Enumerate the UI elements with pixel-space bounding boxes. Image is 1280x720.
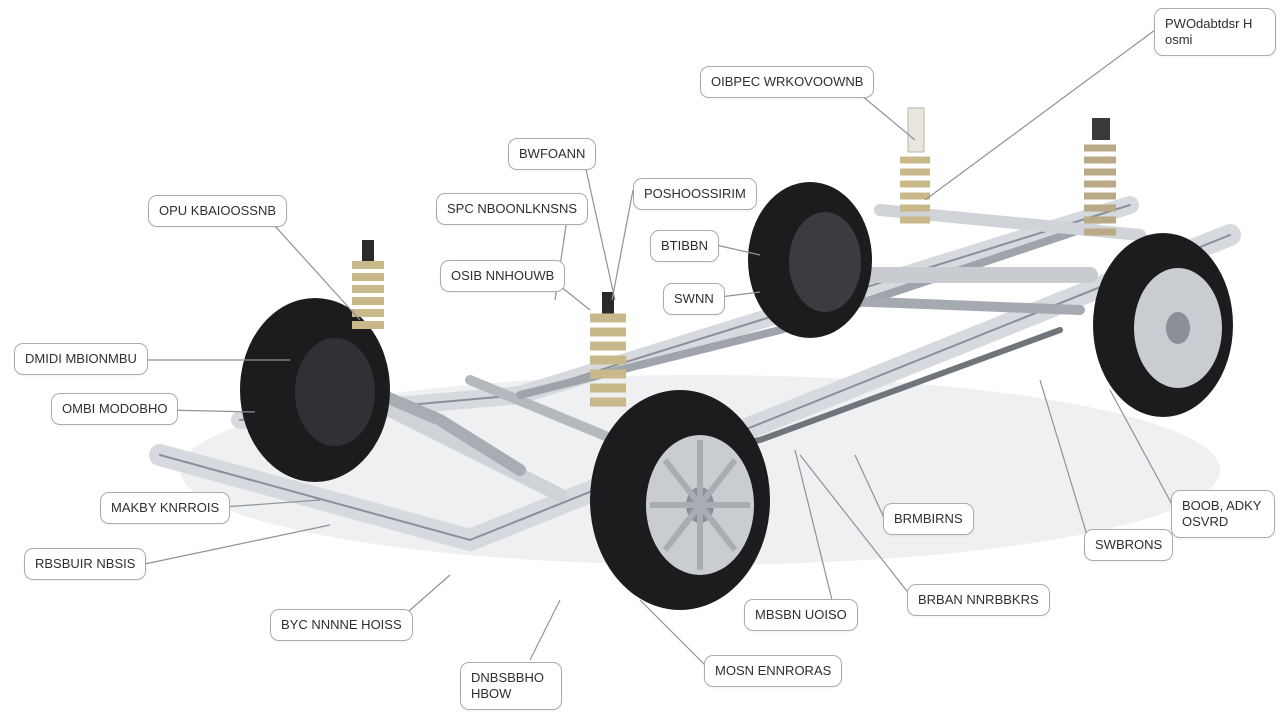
label-upper-mid: BWFOANN (508, 138, 597, 170)
label-bottom-3: MBSBN UOISO (744, 599, 858, 631)
label-far-right-2: BOOB, ADKY OSVRD (1171, 490, 1275, 538)
coil-spring-front-left (590, 292, 626, 407)
rear-left-wheel (1093, 233, 1233, 417)
label-right-2: BTIBBN (650, 230, 719, 262)
label-top-right: PWOdabtdsr H osmi (1154, 8, 1276, 56)
label-bottom-right-2: BRMBIRNS (883, 503, 974, 535)
label-far-right-1: SWBRONS (1084, 529, 1174, 561)
label-mid-2: OSIB NNHOUWB (440, 260, 566, 292)
label-left-1: OPU KBAIOOSSNB (148, 195, 288, 227)
label-left-4: MAKBY KNRROIS (100, 492, 231, 524)
label-right-1: POSHOOSSIRIM (633, 178, 757, 210)
rear-right-wheel (748, 182, 872, 338)
label-far-right-2-line2: OSVRD (1182, 514, 1229, 529)
label-bottom-1: DNBSBBHO HBOW (460, 662, 562, 710)
label-bottom-1-line2: HBOW (471, 686, 512, 701)
coil-spring-rear-right (900, 107, 930, 224)
label-bottom-2: MOSN ENNRORAS (704, 655, 843, 687)
label-right-3: SWNN (663, 283, 725, 315)
label-top-right-line1: PWOdabtdsr H (1165, 16, 1253, 31)
coil-spring-rear-left (1084, 118, 1116, 236)
label-left-2: DMIDI MBIONMBU (14, 343, 148, 375)
front-left-wheel (590, 390, 770, 610)
label-top-center: OIBPEC WRKOVOOWNB (700, 66, 875, 98)
label-mid-1: SPC NBOONLKNSNS (436, 193, 589, 225)
front-right-wheel (240, 298, 390, 482)
label-top-right-line2: osmi (1165, 32, 1193, 47)
label-bottom-right-1: BRBAN NNRBBKRS (907, 584, 1050, 616)
coil-spring-front-right (352, 240, 384, 329)
label-far-right-2-line1: BOOB, ADKY (1182, 498, 1262, 513)
label-bottom-left: BYC NNNNE HOISS (270, 609, 413, 641)
leader-lines (139, 29, 1176, 666)
label-bottom-1-line1: DNBSBBHO (471, 670, 544, 685)
label-left-5: RBSBUIR NBSIS (24, 548, 147, 580)
label-left-3: OMBI MODOBHO (51, 393, 179, 425)
